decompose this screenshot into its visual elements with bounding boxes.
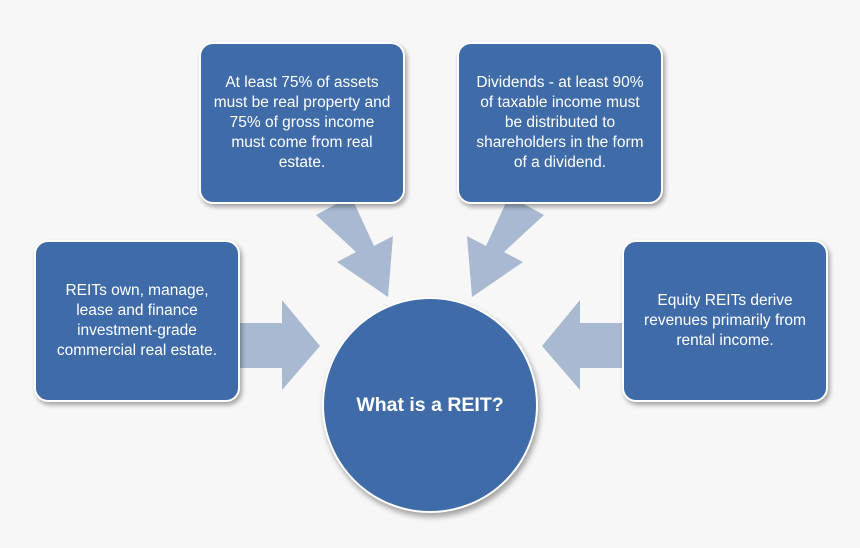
center-node-label: What is a REIT? [356,393,504,416]
arrow-right [542,300,626,390]
arrow-left [236,300,320,390]
node-asset-requirement-text: At least 75% of assets must be real prop… [213,74,391,171]
arrow-top-left [316,196,393,297]
node-reit-activities: REITs own, manage, lease and finance inv… [34,240,240,402]
center-node: What is a REIT? [322,297,538,513]
node-reit-activities-text: REITs own, manage, lease and finance inv… [56,282,218,359]
node-dividend-requirement: Dividends - at least 90% of taxable inco… [457,42,663,204]
node-equity-reits-text: Equity REITs derive revenues primarily f… [644,292,806,349]
node-equity-reits: Equity REITs derive revenues primarily f… [622,240,828,402]
node-asset-requirement: At least 75% of assets must be real prop… [199,42,405,204]
arrow-top-right [467,196,544,297]
node-dividend-requirement-text: Dividends - at least 90% of taxable inco… [476,74,644,171]
